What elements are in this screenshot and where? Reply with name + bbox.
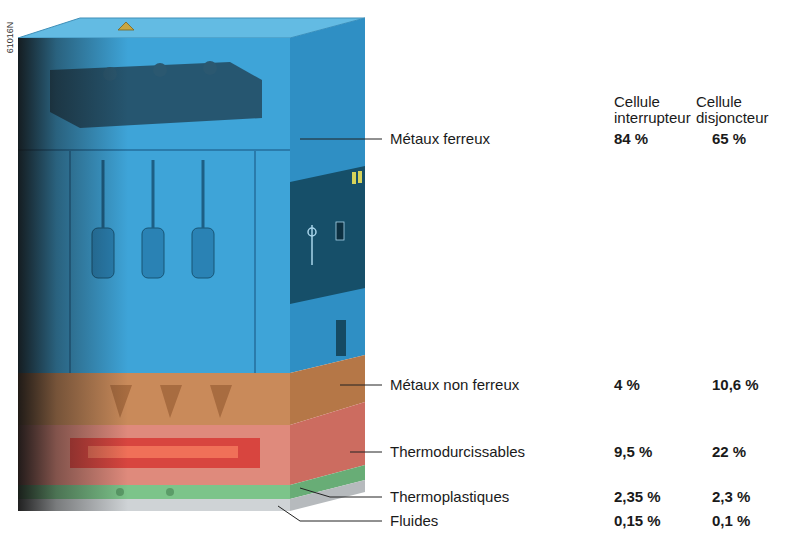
percentage-value: 0,1 % — [712, 513, 750, 529]
material-name: Métaux non ferreux — [390, 377, 519, 393]
percentage-value: 65 % — [712, 131, 746, 147]
percentage-value: 4 % — [614, 377, 640, 393]
percentage-value: 2,35 % — [614, 489, 661, 505]
percentage-value: 2,3 % — [712, 489, 750, 505]
percentage-value: 10,6 % — [712, 377, 759, 393]
figure-code: 61016N — [5, 16, 16, 60]
column-header: Cellule interrupteur — [614, 94, 706, 126]
material-name: Thermodurcissables — [390, 444, 525, 460]
percentage-value: 84 % — [614, 131, 648, 147]
material-name: Métaux ferreux — [390, 131, 490, 147]
material-name: Thermoplastiques — [390, 489, 509, 505]
percentage-value: 0,15 % — [614, 513, 661, 529]
column-header: Cellule disjoncteur — [696, 94, 788, 126]
percentage-value: 22 % — [712, 444, 746, 460]
percentage-value: 9,5 % — [614, 444, 652, 460]
material-name: Fluides — [390, 513, 438, 529]
leader-lines — [278, 139, 382, 521]
